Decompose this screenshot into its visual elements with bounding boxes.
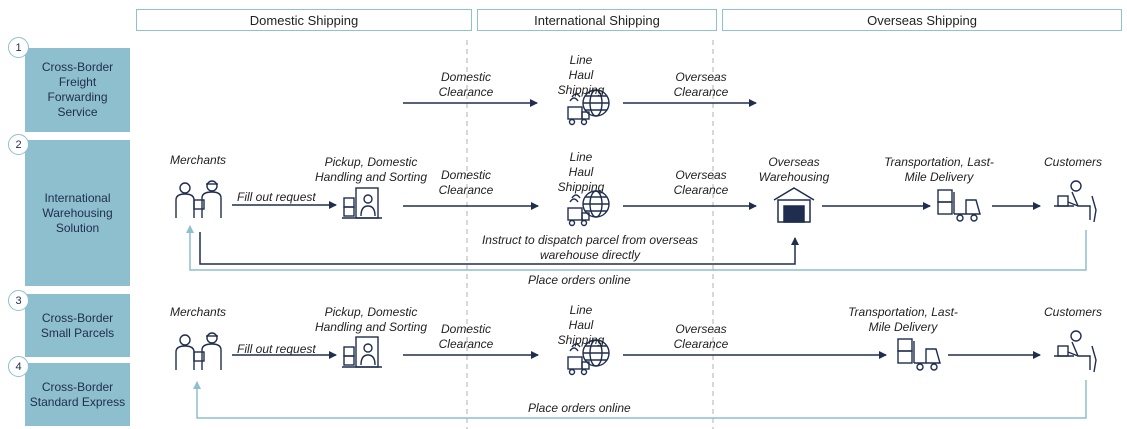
label-row2-domestic-clearance: Domestic Clearance xyxy=(438,168,494,197)
worker-sorting-icon xyxy=(342,336,382,368)
header-international-shipping: International Shipping xyxy=(477,9,717,31)
label-row2-merchants: Merchants xyxy=(170,153,227,167)
label-row3-overseas-clearance: Overseas Clearance xyxy=(673,322,729,351)
label-row2-line-haul: Line Haul Shipping xyxy=(557,150,605,194)
solution-freight-forwarding: Cross-Border Freight Forwarding Service xyxy=(25,48,130,132)
solution-number-2: 2 xyxy=(8,134,29,155)
globe-truck-icon xyxy=(567,339,610,376)
forklift-icon xyxy=(937,189,981,222)
globe-truck-icon xyxy=(567,190,610,227)
customer-at-computer-icon xyxy=(1054,180,1097,223)
label-place-orders-row2: Place orders online xyxy=(528,273,631,287)
worker-sorting-icon xyxy=(342,187,382,219)
solution-number-4: 4 xyxy=(8,356,29,377)
solution-number-1: 1 xyxy=(8,37,29,58)
arrow-place-orders-row2 xyxy=(186,225,1087,271)
solution-number-3: 3 xyxy=(8,290,29,311)
label-row2-pickup: Pickup, Domestic Handling and Sorting xyxy=(314,155,428,184)
solution-standard-express: Cross-Border Standard Express xyxy=(25,363,130,426)
label-instruct: Instruct to dispatch parcel from oversea… xyxy=(481,233,699,262)
label-row2-overseas-warehousing: Overseas Warehousing xyxy=(758,155,830,184)
label-place-orders-row4: Place orders online xyxy=(528,401,631,415)
solution-warehousing: International Warehousing Solution xyxy=(25,140,130,286)
arrow-instruct xyxy=(199,232,799,265)
label-row1-line-haul: Line Haul Shipping xyxy=(557,53,605,97)
label-row2-overseas-clearance: Overseas Clearance xyxy=(673,168,729,197)
people-icon xyxy=(175,332,222,370)
label-row2-transport: Transportation, Last-Mile Delivery xyxy=(884,155,994,184)
people-icon xyxy=(175,180,222,218)
forklift-icon xyxy=(897,338,941,371)
warehouse-icon xyxy=(773,187,815,223)
customer-at-computer-icon xyxy=(1054,330,1097,373)
globe-truck-icon xyxy=(567,89,610,126)
label-row3-pickup: Pickup, Domestic Handling and Sorting xyxy=(314,305,428,334)
label-row3-transport: Transportation, Last-Mile Delivery xyxy=(848,305,958,334)
label-row1-overseas-clearance: Overseas Clearance xyxy=(673,70,729,99)
solution-small-parcels: Cross-Border Small Parcels xyxy=(25,294,130,357)
arrow-place-orders-row4 xyxy=(193,380,1087,419)
label-row3-merchants: Merchants xyxy=(170,305,227,319)
label-row2-customers: Customers xyxy=(1044,155,1103,169)
label-row3-customers: Customers xyxy=(1044,305,1103,319)
header-overseas-shipping: Overseas Shipping xyxy=(722,9,1122,31)
header-domestic-shipping: Domestic Shipping xyxy=(136,9,472,31)
label-row3-line-haul: Line Haul Shipping xyxy=(557,303,605,347)
label-row2-fill-out: Fill out request xyxy=(237,190,316,204)
label-row3-fill-out: Fill out request xyxy=(237,342,316,356)
label-row1-domestic-clearance: Domestic Clearance xyxy=(438,70,494,99)
label-row3-domestic-clearance: Domestic Clearance xyxy=(438,322,494,351)
